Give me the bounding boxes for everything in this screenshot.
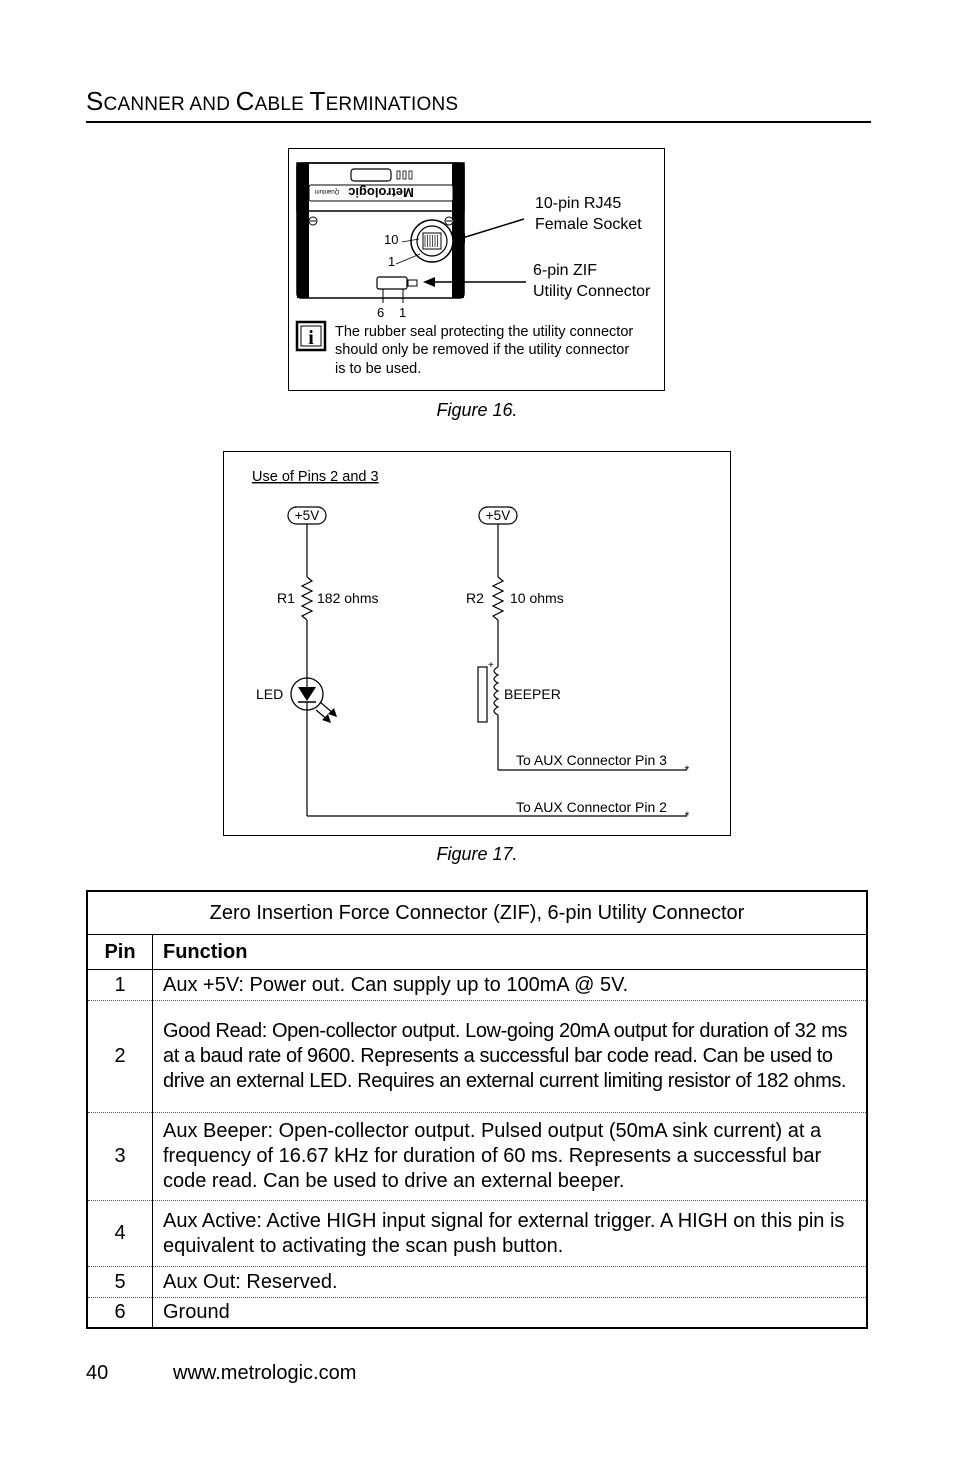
info-icon: i (295, 320, 327, 352)
figure-17-circuit-diagram: Use of Pins 2 and 3 +5V +5V R1 182 ohms (223, 451, 731, 836)
led-symbol (290, 677, 337, 723)
pin-column-header: Pin (87, 934, 153, 970)
table-row: 5 Aux Out: Reserved. (87, 1266, 867, 1298)
table-row: 2 Good Read: Open-collector output. Low-… (87, 1000, 867, 1113)
zif-pin-table: Zero Insertion Force Connector (ZIF), 6-… (86, 890, 868, 1329)
led-label: LED (256, 686, 283, 702)
pin-cell: 1 (87, 969, 153, 1001)
pin-cell: 5 (87, 1266, 153, 1298)
table-row: 1 Aux +5V: Power out. Can supply up to 1… (87, 969, 867, 1001)
beeper-symbol (477, 666, 500, 723)
left-supply-label: +5V (295, 508, 319, 523)
rj45-pin-1-label: 1 (388, 254, 395, 269)
zif-pin-1-label: 1 (399, 305, 406, 320)
function-cell: Good Read: Open-collector output. Low-go… (152, 1000, 867, 1113)
function-cell: Aux Active: Active HIGH input signal for… (152, 1200, 867, 1267)
note-line1: The rubber seal protecting the utility c… (335, 324, 633, 340)
circuit-title: Use of Pins 2 and 3 (252, 469, 379, 485)
pin-cell: 4 (87, 1200, 153, 1267)
table-row: 3 Aux Beeper: Open-collector output. Pul… (87, 1112, 867, 1201)
function-cell: Aux Out: Reserved. (152, 1266, 867, 1298)
zif-label-line2: Utility Connector (533, 283, 651, 300)
table-row: 6 Ground (87, 1297, 867, 1328)
r1-value: 182 ohms (317, 590, 378, 606)
pin-cell: 6 (87, 1297, 153, 1328)
table-title: Zero Insertion Force Connector (ZIF), 6-… (87, 891, 867, 935)
left-branch-wire (300, 524, 687, 817)
rj45-arrow (453, 218, 525, 243)
aux-pin2-label: To AUX Connector Pin 2 (516, 799, 667, 815)
footer-website: www.metrologic.com (173, 1362, 357, 1384)
rj45-label-line1: 10-pin RJ45 (535, 195, 621, 212)
table-row: 4 Aux Active: Active HIGH input signal f… (87, 1200, 867, 1267)
beeper-plus-label: + (488, 660, 494, 671)
figure-17-caption: Figure 17. (436, 844, 518, 864)
aux-pin3-label: To AUX Connector Pin 3 (516, 752, 667, 768)
page-number: 40 (86, 1362, 109, 1384)
right-supply-label: +5V (486, 508, 510, 523)
function-cell: Ground (163, 1301, 230, 1323)
section-title: Scanner and Cable Terminations (86, 86, 871, 123)
r2-label: R2 (466, 590, 484, 606)
rj45-pin-10-label: 10 (384, 232, 398, 247)
pin-cell: 2 (87, 1000, 153, 1113)
zif-pin-6-label: 6 (377, 305, 384, 320)
r1-label: R1 (277, 590, 295, 606)
figure-16-caption: Figure 16. (436, 400, 518, 420)
svg-text:i: i (308, 327, 314, 349)
zif-arrow (423, 277, 526, 287)
note-line2: should only be removed if the utility co… (335, 342, 629, 358)
zif-label-line1: 6-pin ZIF (533, 262, 597, 279)
aux-pin3-terminal-icon: * (685, 763, 690, 777)
note-line3: is to be used. (335, 361, 421, 377)
scanner-body-drawing: Metrologic Quantum (296, 162, 465, 299)
beeper-label: BEEPER (504, 686, 561, 702)
zif-connector-drawing (376, 276, 418, 303)
rj45-socket-drawing (395, 219, 454, 265)
rj45-label-line2: Female Socket (535, 216, 642, 233)
sub-brand-label: Quantum (315, 188, 340, 194)
figure-16-scanner-diagram: Metrologic Quantum 10 1 (288, 148, 665, 391)
brand-label: Metrologic (348, 185, 414, 200)
right-branch-wire (491, 524, 687, 771)
r2-value: 10 ohms (510, 590, 564, 606)
function-cell: Aux +5V: Power out. Can supply up to 100… (152, 969, 867, 1001)
aux-pin2-terminal-icon: * (685, 809, 690, 823)
function-cell: Aux Beeper: Open-collector output. Pulse… (152, 1112, 867, 1201)
function-column-header: Function (152, 934, 867, 970)
pin-cell: 3 (87, 1112, 153, 1201)
